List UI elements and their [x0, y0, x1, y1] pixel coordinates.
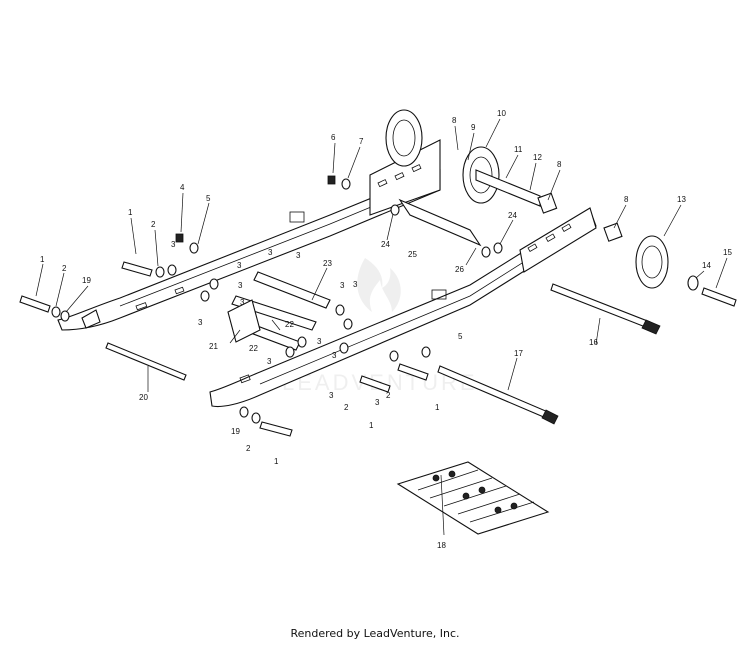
callout-10: 10: [497, 109, 506, 118]
cross-brace: [398, 198, 482, 247]
callout-26: 26: [455, 265, 464, 274]
callout-1b: 1: [40, 255, 45, 264]
callout-5b: 5: [458, 332, 463, 341]
callout-2d: 2: [386, 391, 391, 400]
callout-1: 1: [128, 208, 133, 217]
fasteners: [19, 175, 503, 437]
callout-7: 7: [359, 137, 364, 146]
callout-2: 2: [151, 220, 156, 229]
callout-3h: 3: [340, 281, 345, 290]
callout-14: 14: [702, 261, 711, 270]
slide-pad: [396, 461, 550, 535]
callout-3f: 3: [198, 318, 203, 327]
callout-3m: 3: [329, 391, 334, 400]
callout-3i: 3: [353, 280, 358, 289]
callout-16: 16: [589, 338, 598, 347]
idler-wheels: [385, 109, 737, 307]
callout-3d: 3: [268, 248, 273, 257]
callout-18: 18: [437, 541, 446, 550]
callout-13: 13: [677, 195, 686, 204]
callout-3b: 3: [237, 261, 242, 270]
callout-12: 12: [533, 153, 542, 162]
callout-3j: 3: [317, 337, 322, 346]
leader-lines: [35, 118, 728, 536]
callout-19b: 19: [231, 427, 240, 436]
callout-24b: 24: [508, 211, 517, 220]
callout-8b: 8: [557, 160, 562, 169]
callout-3g: 3: [240, 298, 245, 307]
callout-6: 6: [331, 133, 336, 142]
callout-9: 9: [471, 123, 476, 132]
callout-3c: 3: [238, 281, 243, 290]
callout-3n: 3: [375, 398, 380, 407]
callout-22b: 22: [249, 344, 258, 353]
callout-1d: 1: [369, 421, 374, 430]
callout-11: 11: [514, 145, 523, 154]
callout-23: 23: [323, 259, 332, 268]
cross-shafts: [227, 271, 331, 351]
callout-3l: 3: [332, 351, 337, 360]
callout-25: 25: [408, 250, 417, 259]
callout-8c: 8: [624, 195, 629, 204]
callout-1e: 1: [274, 457, 279, 466]
callout-1c: 1: [435, 403, 440, 412]
callout-15: 15: [723, 248, 732, 257]
callout-labels: 1 2 3 4 5 6 7 8 9 10 11 12 8 8 13 14 15 …: [40, 109, 732, 550]
callout-22a: 22: [285, 320, 294, 329]
callout-2b: 2: [62, 264, 67, 273]
callout-24a: 24: [381, 240, 390, 249]
callout-3k: 3: [267, 357, 272, 366]
callout-19: 19: [82, 276, 91, 285]
left-rail: [57, 139, 441, 331]
callout-4: 4: [180, 183, 185, 192]
footer-credit: Rendered by LeadVenture, Inc.: [290, 627, 460, 640]
callout-2e: 2: [246, 444, 251, 453]
right-rail: [209, 207, 597, 408]
callout-20: 20: [139, 393, 148, 402]
callout-2c: 2: [344, 403, 349, 412]
callout-5: 5: [206, 194, 211, 203]
callout-17: 17: [514, 349, 523, 358]
callout-8: 8: [452, 116, 457, 125]
callout-21: 21: [209, 342, 218, 351]
callout-3e: 3: [296, 251, 301, 260]
callout-3: 3: [171, 240, 176, 249]
long-rods: [105, 283, 661, 425]
